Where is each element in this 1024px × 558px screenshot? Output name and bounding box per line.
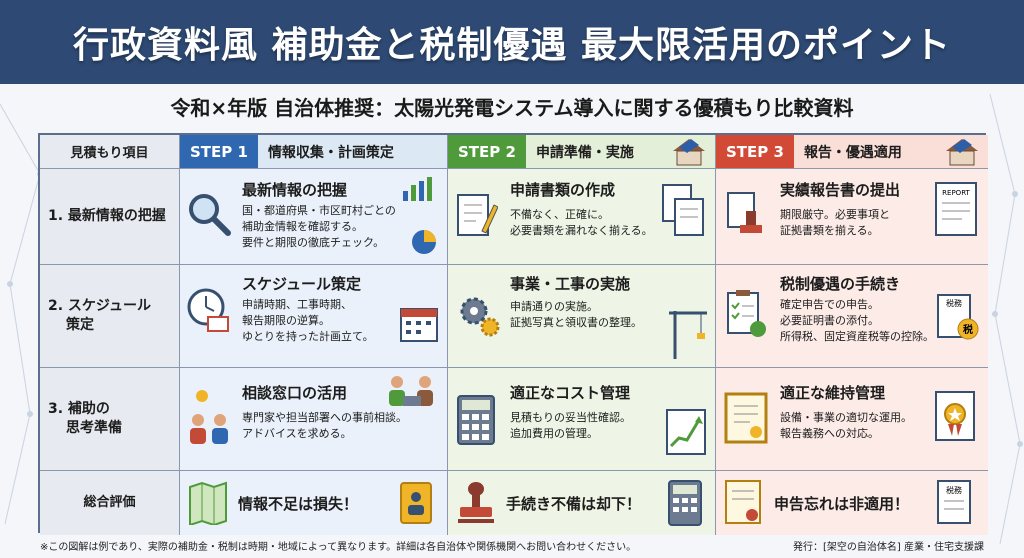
calendar-icon: [400, 308, 438, 342]
title-banner: 行政資料風 補助金と税制優遇 最大限活用のポイント: [0, 0, 1024, 84]
cell-body: 専門家や担当部署への事前相談。アドバイスを求める。: [242, 411, 407, 440]
cell-title: 税制優遇の手続き: [780, 275, 901, 293]
summary-step3: 申告忘れは非適用！ 税務: [716, 471, 988, 535]
step-2-header: STEP 2 申請準備・実施: [448, 135, 716, 169]
cell-title: 申請書類の作成: [510, 181, 616, 199]
stamp-icon: [458, 482, 494, 523]
pie-chart-icon: [412, 230, 436, 254]
cell-title: 適正な維持管理: [780, 384, 886, 402]
certificate-icon: [724, 392, 768, 444]
footer-issuer: 発行：[架空の自治体名] 産業・住宅支援課: [793, 542, 984, 553]
cell-body: 設備・事業の適切な運用。報告義務への対応。: [780, 411, 912, 440]
bar-chart-icon: [403, 177, 432, 201]
cell-body: 期限厳守。必要事項と証拠書類を揃える。: [780, 208, 890, 237]
summary-text: 情報不足は損失！: [238, 495, 359, 513]
cell-r1-step2: 申請書類の作成 不備なく、正確に。必要書類を漏れなく揃える。: [448, 169, 716, 265]
svg-text:REPORT: REPORT: [942, 189, 970, 197]
tax-document-icon: 税務税: [937, 294, 979, 340]
network-background: [0, 93, 1023, 545]
solar-house-icon: [946, 139, 978, 166]
checklist-icon: [727, 290, 766, 337]
address-book-icon: [400, 482, 432, 524]
step-3-header: STEP 3 報告・優遇適用: [716, 135, 988, 169]
cell-body: 確定申告での申告。必要証明書の添付。所得税、固定資産税等の控除。: [780, 298, 934, 343]
cell-r1-step3: 実績報告書の提出 期限厳守。必要事項と証拠書類を揃える。 REPORT: [716, 169, 988, 265]
cell-r3-step2: 適正なコスト管理 見積もりの妥当性確認。追加費用の管理。: [448, 368, 716, 471]
footer-note: ※この図解は例であり、実際の補助金・税制は時期・地域によって異なります。詳細は各…: [40, 542, 637, 553]
cell-body: 国・都道府県・市区町村ごとの補助金情報を確認する。要件と期限の徹底チェック。: [242, 204, 396, 249]
step-1-title: 情報収集・計画策定: [267, 144, 394, 161]
calculator-icon: [668, 480, 702, 526]
summary-step1: 情報不足は損失！: [180, 471, 448, 535]
magnifier-icon: [189, 194, 231, 236]
stamp-icon: [727, 192, 762, 233]
cell-body: 申請時期、工事時期、報告期限の逆算。ゆとりを持った計画立て。: [242, 298, 374, 343]
page-subtitle: 令和×年版 自治体推奨：太陽光発電システム導入に関する優積もり比較資料: [170, 95, 854, 120]
step-2-tag: STEP 2: [448, 135, 526, 168]
summary-label: 総合評価: [40, 471, 180, 535]
cell-title: 事業・工事の実施: [510, 275, 631, 293]
award-certificate-icon: [935, 391, 975, 441]
cell-title: 適正なコスト管理: [510, 384, 631, 402]
tax-document-icon: 税務: [937, 480, 971, 524]
summary-text: 手続き不備は却下！: [506, 495, 642, 513]
page-title: 行政資料風 補助金と税制優遇 最大限活用のポイント: [72, 25, 952, 66]
row-label-1: 1. 最新情報の把握: [40, 169, 180, 265]
summary-step2: 手続き不備は却下！: [448, 471, 716, 535]
row-label-3: 3. 補助の思考準備: [40, 368, 180, 471]
cell-title: スケジュール策定: [242, 275, 361, 293]
map-icon: [189, 481, 227, 525]
report-icon: REPORT: [935, 182, 977, 236]
header-item-label: 見積もり項目: [40, 135, 180, 169]
cell-title: 相談窓口の活用: [242, 384, 348, 402]
cell-title: 最新情報の把握: [242, 181, 348, 199]
step-3-tag: STEP 3: [716, 135, 794, 168]
cell-body: 申請通りの実施。証拠写真と領収書の整理。: [510, 300, 642, 329]
svg-text:税務: 税務: [946, 298, 962, 308]
comparison-table: 見積もり項目 STEP 1 情報収集・計画策定 STEP 2 申請準備・実施 S…: [38, 133, 988, 535]
cell-r1-step1: 最新情報の把握 国・都道府県・市区町村ごとの補助金情報を確認する。要件と期限の徹…: [180, 169, 448, 265]
step-1-tag: STEP 1: [180, 135, 258, 168]
consultation-icon: [389, 376, 433, 406]
document-pen-icon: [457, 194, 498, 236]
documents-icon: [662, 184, 704, 236]
svg-text:税: 税: [963, 323, 973, 336]
cell-r2-step1: スケジュール策定 申請時期、工事時期、報告期限の逆算。ゆとりを持った計画立て。: [180, 265, 448, 368]
cell-body: 不備なく、正確に。必要書類を漏れなく揃える。: [510, 208, 653, 237]
cell-r2-step3: 税制優遇の手続き 確定申告での申告。必要証明書の添付。所得税、固定資産税等の控除…: [716, 265, 988, 368]
growth-chart-icon: [666, 409, 706, 455]
clock-icon: [187, 288, 229, 332]
svg-text:税務: 税務: [946, 485, 962, 495]
step-3-title: 報告・優遇適用: [803, 144, 902, 161]
certificate-icon: [725, 480, 761, 524]
crane-icon: [669, 311, 707, 359]
cell-r2-step2: 事業・工事の実施 申請通りの実施。証拠写真と領収書の整理。: [448, 265, 716, 368]
cell-title: 実績報告書の提出: [780, 181, 901, 199]
cell-body: 見積もりの妥当性確認。追加費用の管理。: [510, 411, 631, 440]
step-1-header: STEP 1 情報収集・計画策定: [180, 135, 448, 169]
gears-icon: [460, 297, 500, 337]
people-icon: [190, 390, 228, 444]
solar-house-icon: [673, 139, 705, 166]
row-label-2: 2. スケジュール策定: [40, 265, 180, 368]
calculator-icon: [457, 395, 495, 445]
step-2-title: 申請準備・実施: [535, 144, 634, 161]
cell-r3-step3: 適正な維持管理 設備・事業の適切な運用。報告義務への対応。: [716, 368, 988, 471]
summary-text: 申告忘れは非適用！: [774, 495, 910, 513]
cell-r3-step1: 相談窓口の活用 専門家や担当部署への事前相談。アドバイスを求める。: [180, 368, 448, 471]
